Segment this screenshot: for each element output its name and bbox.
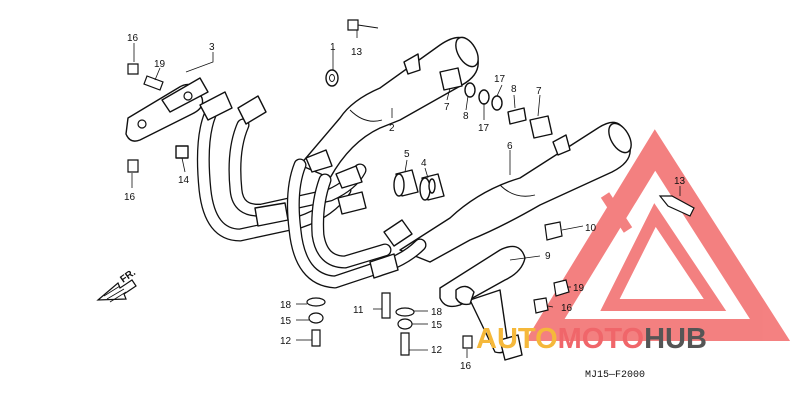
leader-lines bbox=[131, 30, 681, 358]
watermark-hub: HUB bbox=[644, 323, 707, 355]
part-number-15-right: 15 bbox=[431, 320, 443, 331]
watermark-moto: MOTO bbox=[558, 323, 644, 355]
part-number-12-left: 12 bbox=[280, 336, 292, 347]
part-number-10: 10 bbox=[585, 223, 597, 234]
part-number-16-bottom: 16 bbox=[460, 361, 472, 372]
pipe-flange-bracket bbox=[125, 77, 363, 189]
part-number-19-right: 19 bbox=[573, 283, 585, 294]
part-number-17-left: 17 bbox=[478, 123, 490, 134]
gaskets-and-collars bbox=[175, 67, 553, 201]
part-number-11: 11 bbox=[353, 305, 364, 316]
part-number-5: 5 bbox=[404, 149, 410, 160]
part-number-7-left: 7 bbox=[444, 102, 450, 113]
part-number-9: 9 bbox=[545, 251, 551, 262]
front-direction-arrow: FR. bbox=[96, 267, 138, 303]
diagram-code: MJ15—F2000 bbox=[585, 370, 645, 381]
direction-label: FR. bbox=[118, 267, 138, 285]
part-number-18-right: 18 bbox=[431, 307, 443, 318]
watermark-triangle bbox=[525, 129, 791, 341]
part-number-labels: 1 2 3 4 5 6 7 7 8 8 9 10 11 12 12 13 13 … bbox=[124, 33, 686, 372]
part-number-8-left: 8 bbox=[463, 111, 469, 122]
part-number-7-right: 7 bbox=[536, 86, 542, 97]
part-number-17-right: 17 bbox=[494, 74, 506, 85]
exhaust-pipes bbox=[196, 108, 427, 289]
watermark-auto: AUTO bbox=[476, 323, 558, 355]
part-number-4: 4 bbox=[421, 158, 427, 169]
part-number-16-left: 16 bbox=[124, 192, 136, 203]
part-number-15-left: 15 bbox=[280, 316, 292, 327]
part-number-12-right: 12 bbox=[431, 345, 443, 356]
part-number-6: 6 bbox=[507, 141, 513, 152]
part-number-18-left: 18 bbox=[280, 300, 292, 311]
part-number-3: 3 bbox=[209, 42, 215, 53]
part-number-13-top: 13 bbox=[351, 47, 363, 58]
muffler-band-bracket bbox=[383, 219, 526, 361]
part-number-13-right: 13 bbox=[674, 176, 686, 187]
part-number-8-right: 8 bbox=[511, 84, 517, 95]
part-number-16-top: 16 bbox=[127, 33, 139, 44]
svg-text:AUTOMOTOHUB: AUTOMOTOHUB bbox=[476, 323, 707, 355]
part-number-1: 1 bbox=[330, 42, 336, 53]
watermark-text: AUTOMOTOHUB bbox=[476, 323, 707, 355]
lower-muffler bbox=[399, 121, 632, 263]
upper-muffler bbox=[299, 36, 479, 179]
part-number-16-right: 16 bbox=[561, 303, 573, 314]
fasteners bbox=[127, 19, 695, 356]
part-number-2: 2 bbox=[389, 123, 395, 134]
part-number-14: 14 bbox=[178, 175, 190, 186]
part-number-19-top: 19 bbox=[154, 59, 166, 70]
